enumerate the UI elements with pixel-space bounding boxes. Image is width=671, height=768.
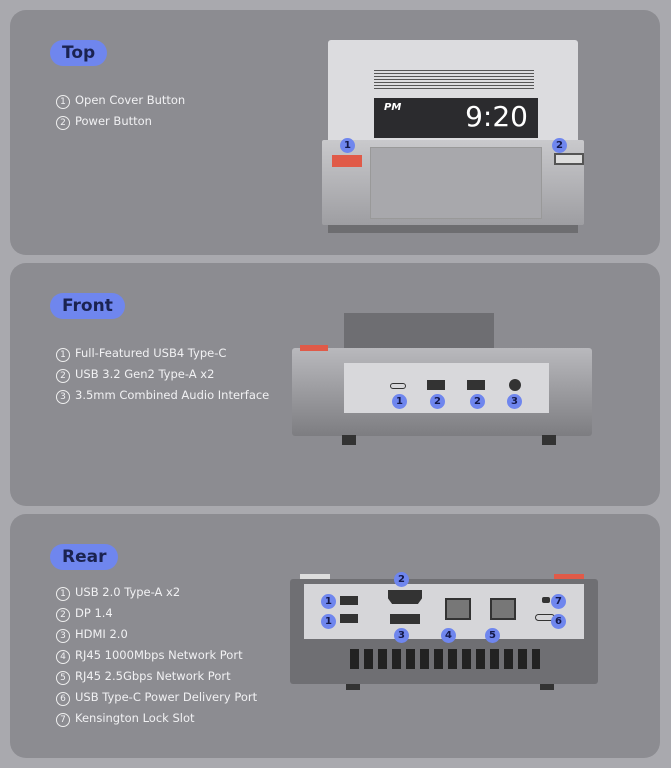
callout-4: 4 bbox=[441, 628, 456, 643]
callout-2: 2 bbox=[470, 394, 485, 409]
callout-7: 7 bbox=[551, 594, 566, 609]
device-front-view bbox=[292, 313, 592, 453]
callout-2: 2 bbox=[552, 138, 567, 153]
callout-2: 2 bbox=[430, 394, 445, 409]
callout-1: 1 bbox=[392, 394, 407, 409]
usb-a-port bbox=[467, 380, 485, 390]
section-title: Top bbox=[50, 40, 108, 66]
callout-1: 1 bbox=[321, 614, 336, 629]
callout-5: 5 bbox=[485, 628, 500, 643]
section-title: Front bbox=[50, 293, 125, 319]
callout-3: 3 bbox=[507, 394, 522, 409]
callout-1: 1 bbox=[340, 138, 355, 153]
callout-6: 6 bbox=[551, 614, 566, 629]
usb-a-port bbox=[427, 380, 445, 390]
section-title: Rear bbox=[50, 544, 119, 570]
callout-2: 2 bbox=[394, 572, 409, 587]
power-button[interactable] bbox=[554, 153, 584, 165]
callout-1: 1 bbox=[321, 594, 336, 609]
callout-3: 3 bbox=[394, 628, 409, 643]
open-cover-button[interactable] bbox=[332, 155, 362, 167]
clock-display: PM 9:20 bbox=[374, 98, 538, 138]
usb-c-port bbox=[390, 383, 406, 389]
audio-jack bbox=[509, 379, 521, 391]
device-top-view: PM 9:20 bbox=[322, 40, 584, 240]
